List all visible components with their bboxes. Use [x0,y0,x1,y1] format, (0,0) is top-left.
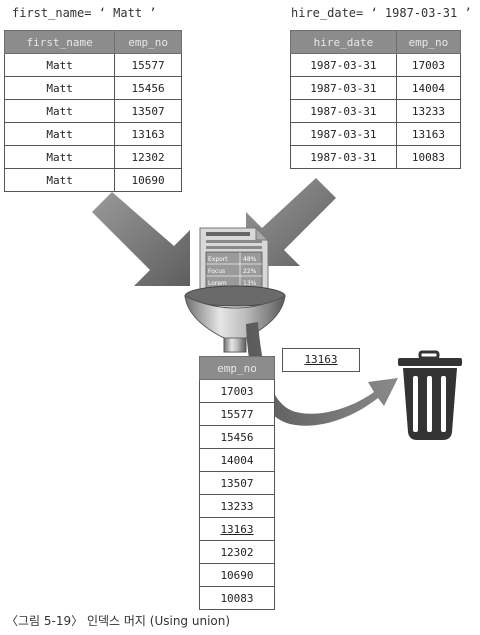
table-cell: Matt [3,76,116,100]
table-cell: Matt [3,168,116,192]
table-row: 17003 [199,379,275,403]
table-row: 10690 [199,563,275,587]
doc-row-2-value: 22% [243,268,257,275]
table-cell: 10690 [199,563,275,587]
table-cell: Matt [3,53,116,77]
doc-row-1-value: 48% [243,256,257,263]
table-row: 15577 [199,402,275,426]
table-row: 13233 [199,494,275,518]
table-cell: 13507 [114,99,182,123]
table-cell: 10690 [114,168,182,192]
left-arrow [92,192,190,286]
table-cell: 13507 [199,471,275,495]
table-cell: 13163 [395,122,462,146]
doc-row-3-label: Lorem [208,280,227,287]
removed-duplicate-box: 13163 [282,348,360,372]
table-cell: 13163 [114,122,182,146]
table-row: 13163 [199,517,275,541]
table-cell: 1987-03-31 [290,122,397,146]
trash-can-icon [398,350,462,440]
right-filter-label: hire_date= ‘ 1987-03-31 ’ [291,6,472,20]
table-cell: 1987-03-31 [290,99,397,123]
table-cell: Matt [3,99,116,123]
table-cell: Matt [3,145,116,169]
table-cell: 17003 [395,53,462,77]
result-emp-no-header: emp_no [199,356,275,380]
table-cell: 14004 [395,76,462,100]
table-cell: 12302 [199,540,275,564]
table-row: 10083 [199,586,275,610]
table-cell: 1987-03-31 [290,145,397,169]
table-row: 14004 [199,448,275,472]
table-row: 15456 [199,425,275,449]
table-cell: 12302 [114,145,182,169]
table-cell: 13233 [199,494,275,518]
table-cell: 1987-03-31 [290,76,397,100]
table-row: 13507 [199,471,275,495]
document-icon: Export 48% Focus 22% Lorem 13% [199,226,270,301]
table-cell: 15577 [199,402,275,426]
doc-row-3-value: 13% [243,280,257,287]
table-row: 12302 [199,540,275,564]
table-cell: 15456 [114,76,182,100]
doc-row-1-label: Export [208,256,228,263]
table-cell: 10083 [199,586,275,610]
result-table: emp_no 17003 15577 15456 14004 13507 132… [199,356,275,610]
doc-row-2-label: Focus [208,268,225,275]
left-filter-label: first_name= ‘ Matt ’ [12,6,157,20]
table-cell-underlined: 13163 [199,517,275,541]
figure-caption: 〈그림 5-19〉 인덱스 머지 (Using union) [6,614,231,628]
table-cell: 15456 [199,425,275,449]
first-name-header: first_name [3,30,116,54]
table-cell: Matt [3,122,116,146]
funnel-icon [184,285,286,353]
table-cell: 15577 [114,53,182,77]
emp-no-header: emp_no [114,30,182,54]
table-cell: 10083 [395,145,462,169]
emp-no-header: emp_no [395,30,462,54]
table-cell: 14004 [199,448,275,472]
hire-date-header: hire_date [290,30,397,54]
table-cell: 13233 [395,99,462,123]
table-cell: 1987-03-31 [290,53,397,77]
table-cell: 17003 [199,379,275,403]
